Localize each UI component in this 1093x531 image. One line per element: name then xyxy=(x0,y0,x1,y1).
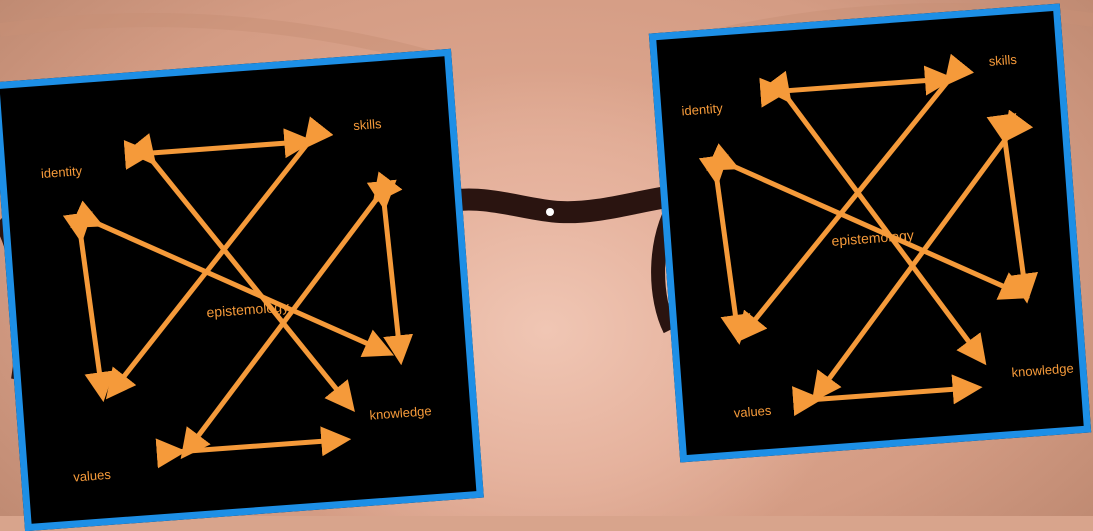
label-identity: identity xyxy=(40,163,82,181)
arrow-diagonal-2 xyxy=(95,141,327,391)
arrow-diagram xyxy=(0,56,476,523)
label-skills: skills xyxy=(353,116,382,133)
arrow-right xyxy=(1004,134,1026,294)
arrow-diagonal-2 xyxy=(726,79,968,335)
label-skills: skills xyxy=(988,52,1017,69)
arrow-diagonal-1 xyxy=(150,145,349,417)
diagram-panel-left: identity skills epistemology values know… xyxy=(0,49,484,531)
arrow-diagonal-4 xyxy=(800,135,1027,395)
arrow-top xyxy=(780,79,945,91)
label-identity: identity xyxy=(681,100,723,118)
arrow-diagonal-1 xyxy=(786,83,981,370)
diagram-panel-right: identity skills epistemology values know… xyxy=(649,3,1091,462)
arrow-left xyxy=(80,233,102,393)
arrow-diagonal-4 xyxy=(169,196,396,451)
label-values: values xyxy=(73,467,112,485)
glasses-bridge xyxy=(430,195,680,212)
arrow-bottom xyxy=(177,440,342,452)
arrow-top xyxy=(145,142,305,154)
arrow-bottom xyxy=(813,388,973,400)
arrow-left xyxy=(716,175,738,335)
arrow-right xyxy=(384,201,400,356)
label-values: values xyxy=(733,403,772,421)
